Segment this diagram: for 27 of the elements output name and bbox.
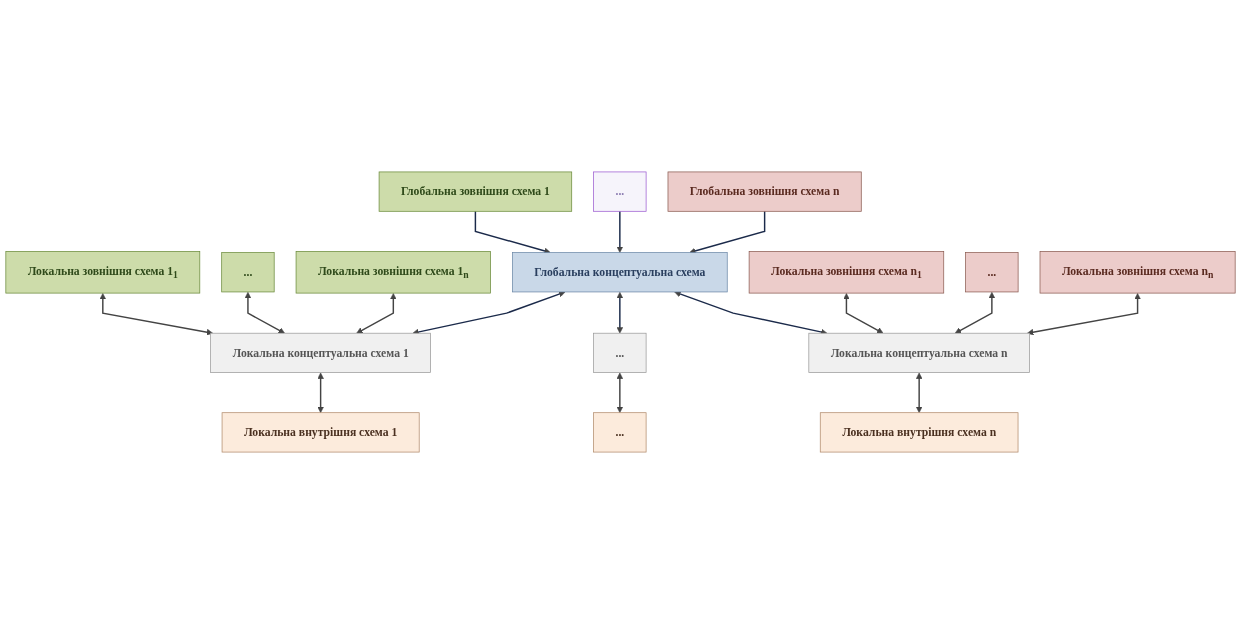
node-box: Локальна зовнішня схема n$_{n}$ [1039, 251, 1236, 294]
node-box: Локальна концептуальна схема 1 [210, 332, 431, 373]
node-box: Локальна концептуальна схема n [808, 332, 1030, 373]
arrow [317, 372, 324, 413]
node-box: ... [593, 171, 647, 212]
node-box: Локальна внутрішня схема n [819, 412, 1019, 453]
node-box: ... [221, 252, 275, 293]
node-box: ... [593, 332, 647, 373]
node-box: Локальна зовнішня схема 1$_{n}$ [295, 251, 491, 294]
node-box: Глобальна зовнішня схема n [667, 171, 862, 212]
node-box: Локальна внутрішня схема 1 [221, 412, 420, 453]
arrow [915, 372, 923, 413]
node-box: Глобальна зовнішня схема 1 [378, 171, 573, 212]
node-box: ... [965, 252, 1019, 293]
node-box: Глобальна концептуальна схема [512, 252, 728, 293]
arrow [99, 293, 213, 336]
arrow [616, 291, 624, 334]
node-box: ... [593, 412, 647, 453]
arrow [843, 293, 884, 334]
node-box: Локальна зовнішня схема 1$_{1}$ [5, 251, 201, 294]
arrow [954, 291, 996, 334]
arrow [616, 210, 624, 253]
arrow [616, 372, 624, 413]
arrow [1027, 293, 1141, 336]
arrow [244, 291, 285, 334]
node-box: Локальна зовнішня схема n$_{1}$ [748, 251, 945, 294]
arrow [356, 293, 397, 334]
